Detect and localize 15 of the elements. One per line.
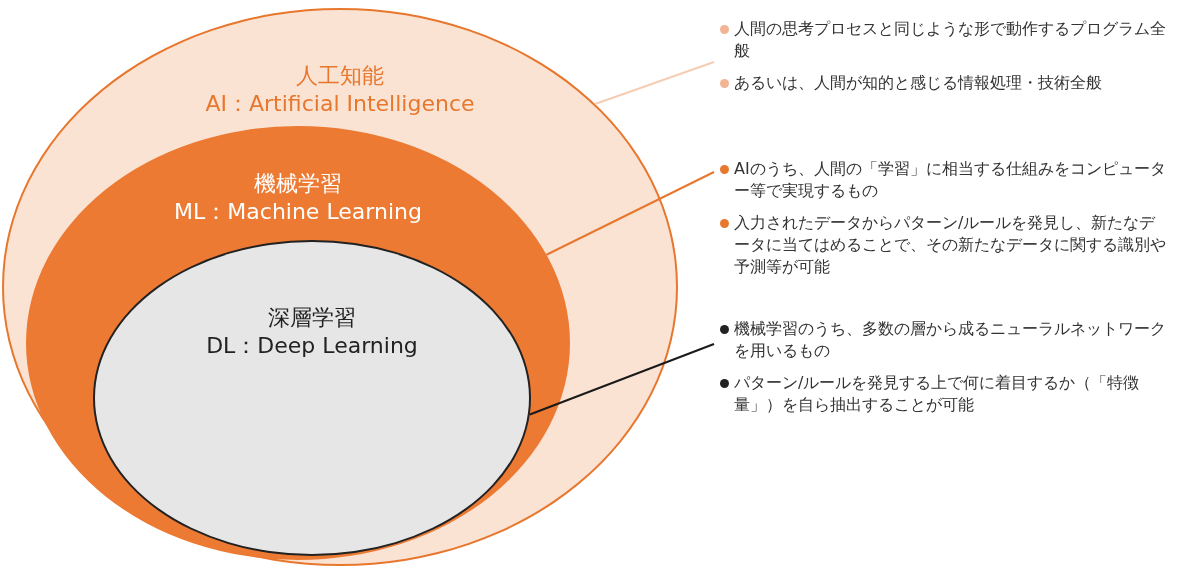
ellipse-subtitle: AI：Artificial Intelligence [205, 90, 475, 118]
leader-line [528, 343, 715, 416]
bullet-text: 機械学習のうち、多数の層から成るニューラルネットワークを用いるもの [734, 319, 1166, 360]
bullet-text: 入力されたデータからパターン/ルールを発見し、新たなデータに当てはめることで、その新たなデータに関する識別や予測等が可能 [734, 213, 1166, 276]
ellipse-subtitle: ML：Machine Learning [174, 198, 422, 226]
bullet-text: あるいは、人間が知的と感じる情報処理・技術全般 [734, 73, 1102, 92]
ellipse-title: 深層学習 [268, 304, 356, 332]
ellipse-subtitle: DL：Deep Learning [206, 332, 418, 360]
bullet-text: 人間の思考プロセスと同じような形で動作するプログラム全般 [734, 19, 1166, 60]
leader-line [594, 61, 715, 105]
ellipse-title: 機械学習 [254, 170, 342, 198]
ellipse-title: 人工知能 [296, 62, 384, 90]
bullet-text: パターン/ルールを発見する上で何に着目するか（「特徴量」）を自ら抽出することが可能 [734, 373, 1140, 414]
leader-line [545, 171, 715, 256]
bullet-text: AIのうち、人間の「学習」に相当する仕組みをコンピューター等で実現するもの [734, 159, 1166, 200]
